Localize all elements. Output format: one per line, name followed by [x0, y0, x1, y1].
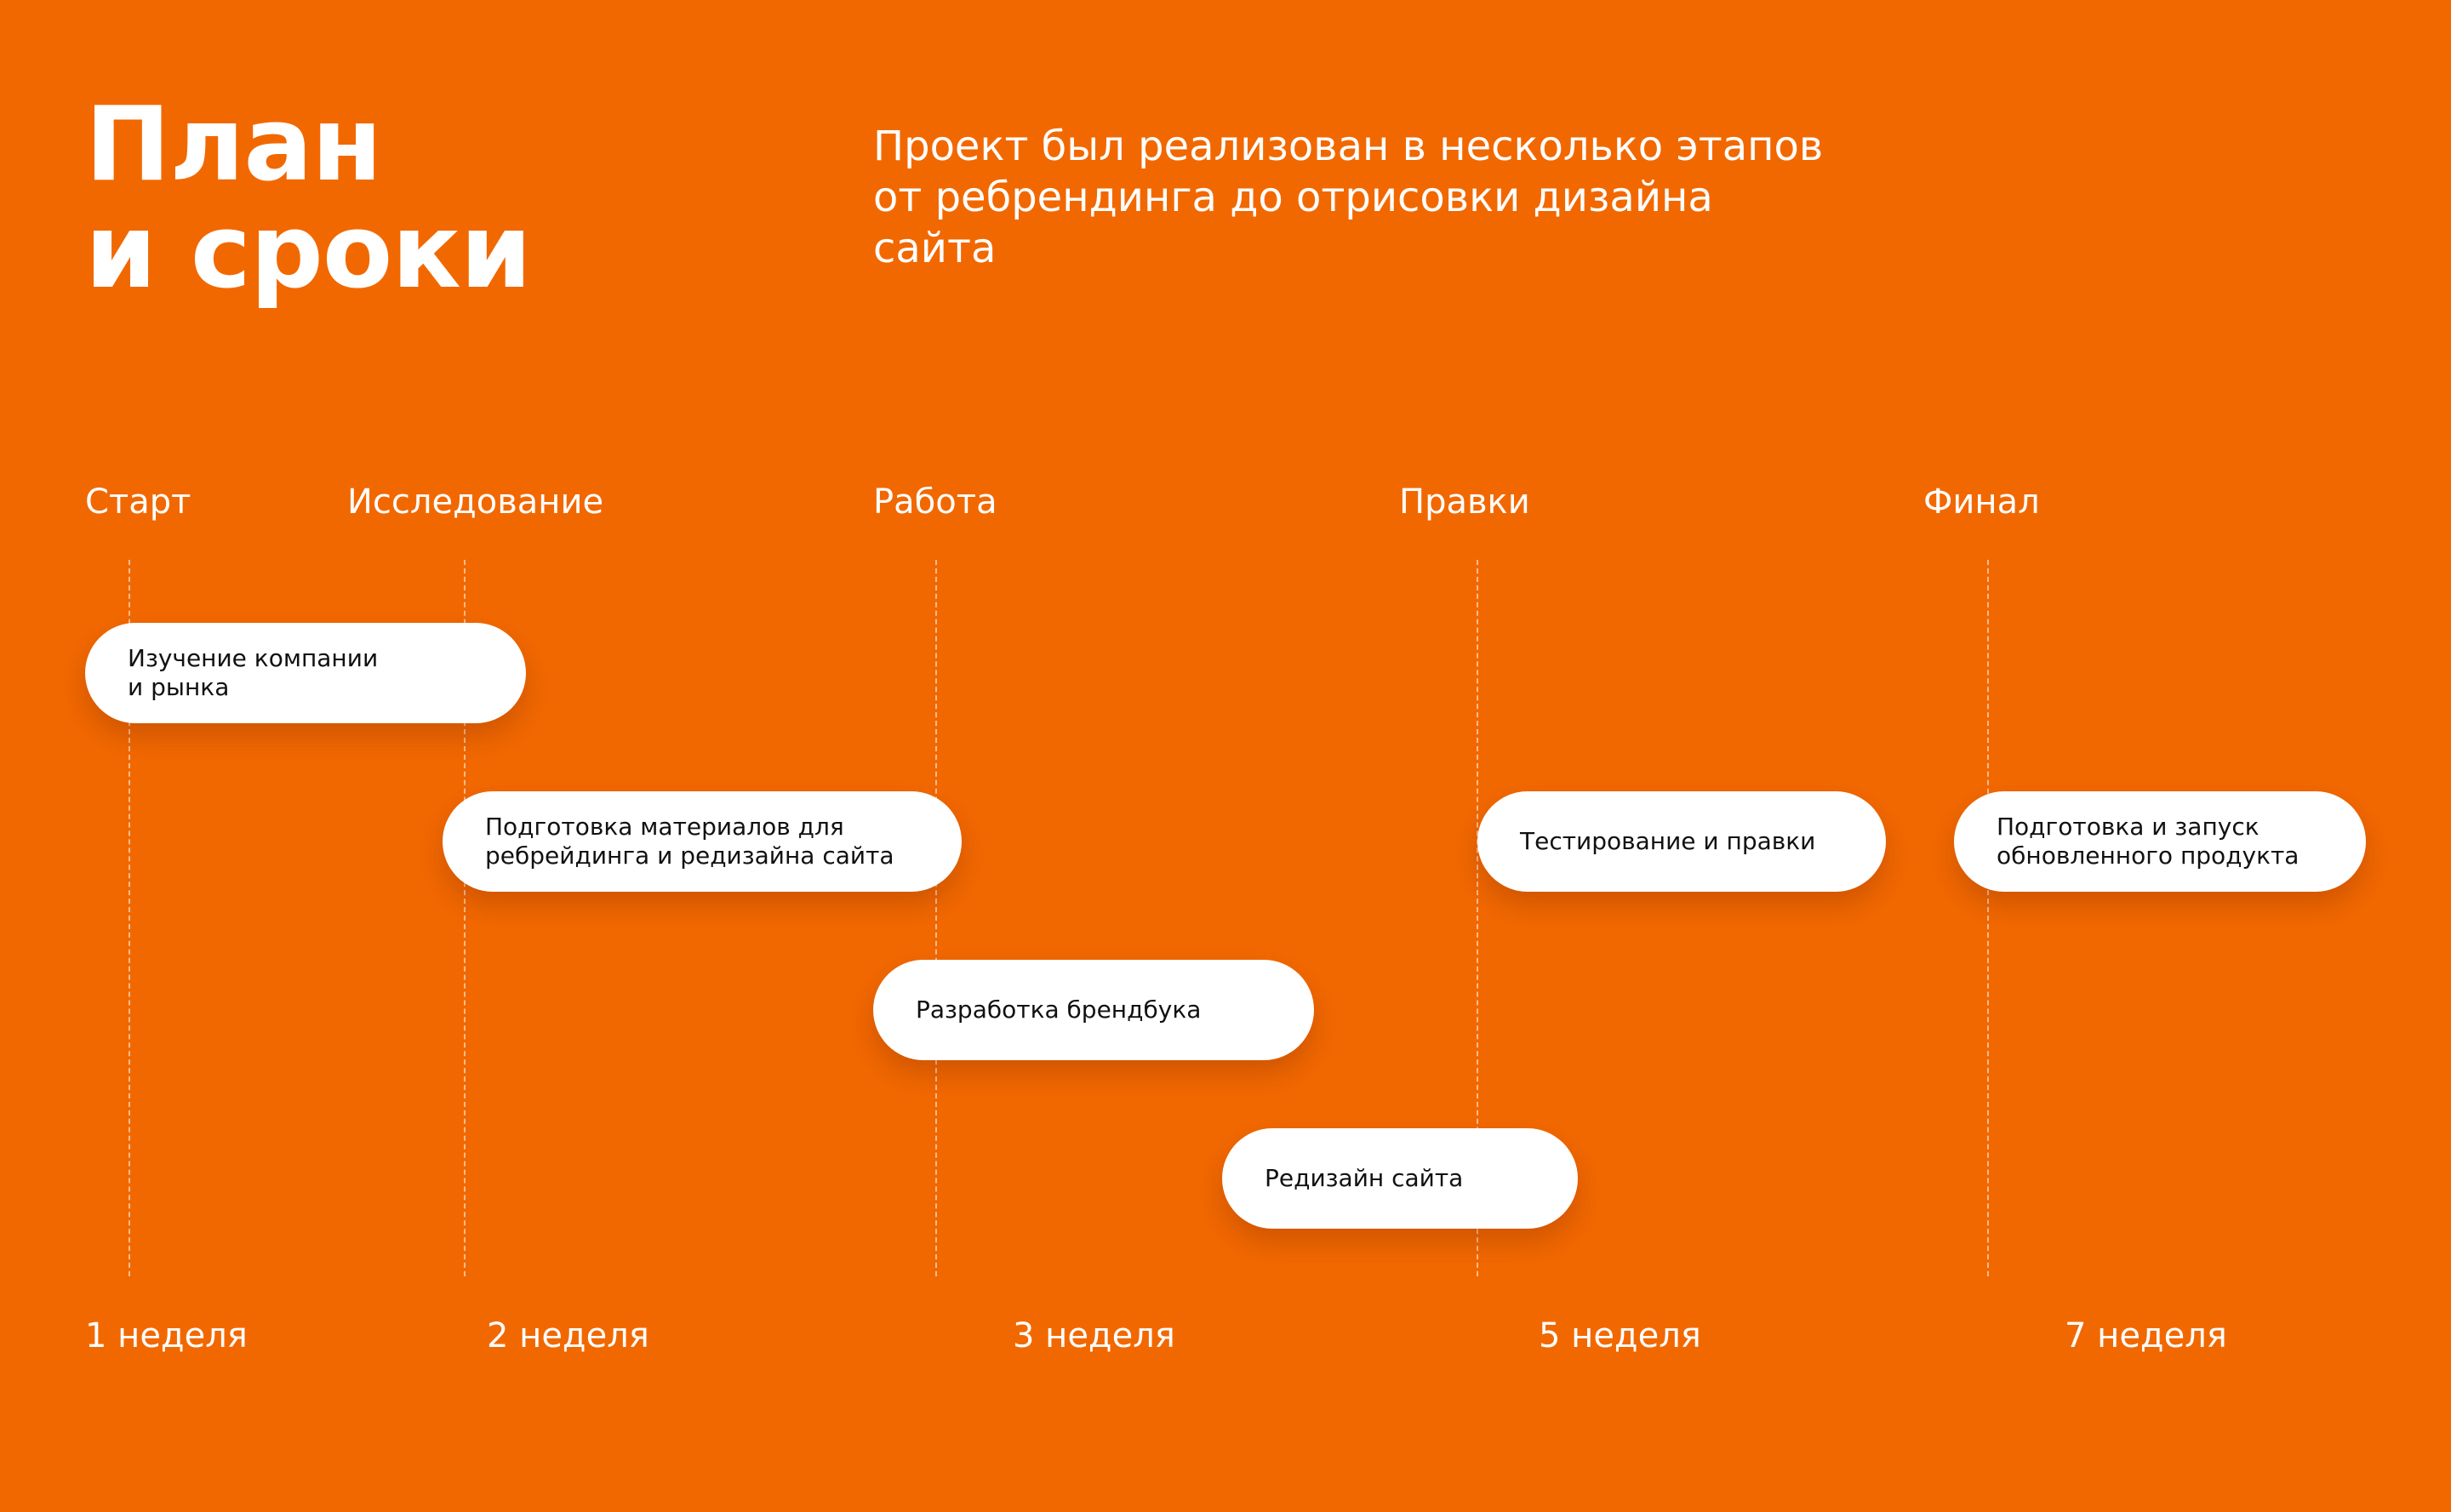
- timeline-divider: [129, 560, 130, 1276]
- task-launch: Подготовка и запуск обновленного продукт…: [1954, 791, 2366, 892]
- task-label: Редизайн сайта: [1265, 1164, 1464, 1192]
- task-company-research: Изучение компании и рынка: [85, 623, 526, 723]
- task-label: и рынка: [128, 673, 230, 701]
- task-label: ребрейдинга и редизайна сайта: [485, 842, 894, 870]
- timeline-divider: [464, 560, 466, 1276]
- week-label: 2 неделя: [487, 1316, 649, 1355]
- subtitle-line: сайта: [873, 225, 997, 272]
- phase-label-revisions: Правки: [1399, 482, 1530, 522]
- task-label: Подготовка материалов для: [485, 813, 844, 841]
- task-label: Подготовка и запуск: [1997, 813, 2260, 841]
- timeline-divider: [1987, 560, 1989, 1276]
- subtitle-line: от ребрендинга до отрисовки дизайна: [873, 174, 1713, 221]
- task-brandbook: Разработка брендбука: [873, 960, 1314, 1060]
- week-label: 3 неделя: [1013, 1316, 1175, 1355]
- timeline-divider: [935, 560, 937, 1276]
- task-label: Изучение компании: [128, 644, 379, 672]
- timeline-divider: [1477, 560, 1478, 1276]
- week-label: 5 неделя: [1539, 1316, 1701, 1355]
- title-line: и сроки: [85, 193, 532, 311]
- week-label: 1 неделя: [85, 1316, 248, 1355]
- task-label: Тестирование и правки: [1520, 827, 1816, 855]
- task-materials-prep: Подготовка материалов для ребрейдинга и …: [443, 791, 962, 892]
- task-testing: Тестирование и правки: [1477, 791, 1886, 892]
- title-line: План: [85, 86, 382, 204]
- task-label: обновленного продукта: [1997, 842, 2300, 870]
- subtitle-line: Проект был реализован в несколько этапов: [873, 123, 1824, 170]
- task-site-redesign: Редизайн сайта: [1222, 1128, 1578, 1229]
- week-label: 7 неделя: [2065, 1316, 2227, 1355]
- phase-label-work: Работа: [873, 482, 997, 522]
- page-subtitle: Проект был реализован в несколько этапов…: [873, 121, 1894, 274]
- page-title: План и сроки: [85, 86, 532, 311]
- task-label: Разработка брендбука: [916, 996, 1202, 1024]
- phase-label-research: Исследование: [347, 482, 604, 522]
- phase-label-start: Старт: [85, 482, 191, 522]
- phase-label-final: Финал: [1923, 482, 2040, 522]
